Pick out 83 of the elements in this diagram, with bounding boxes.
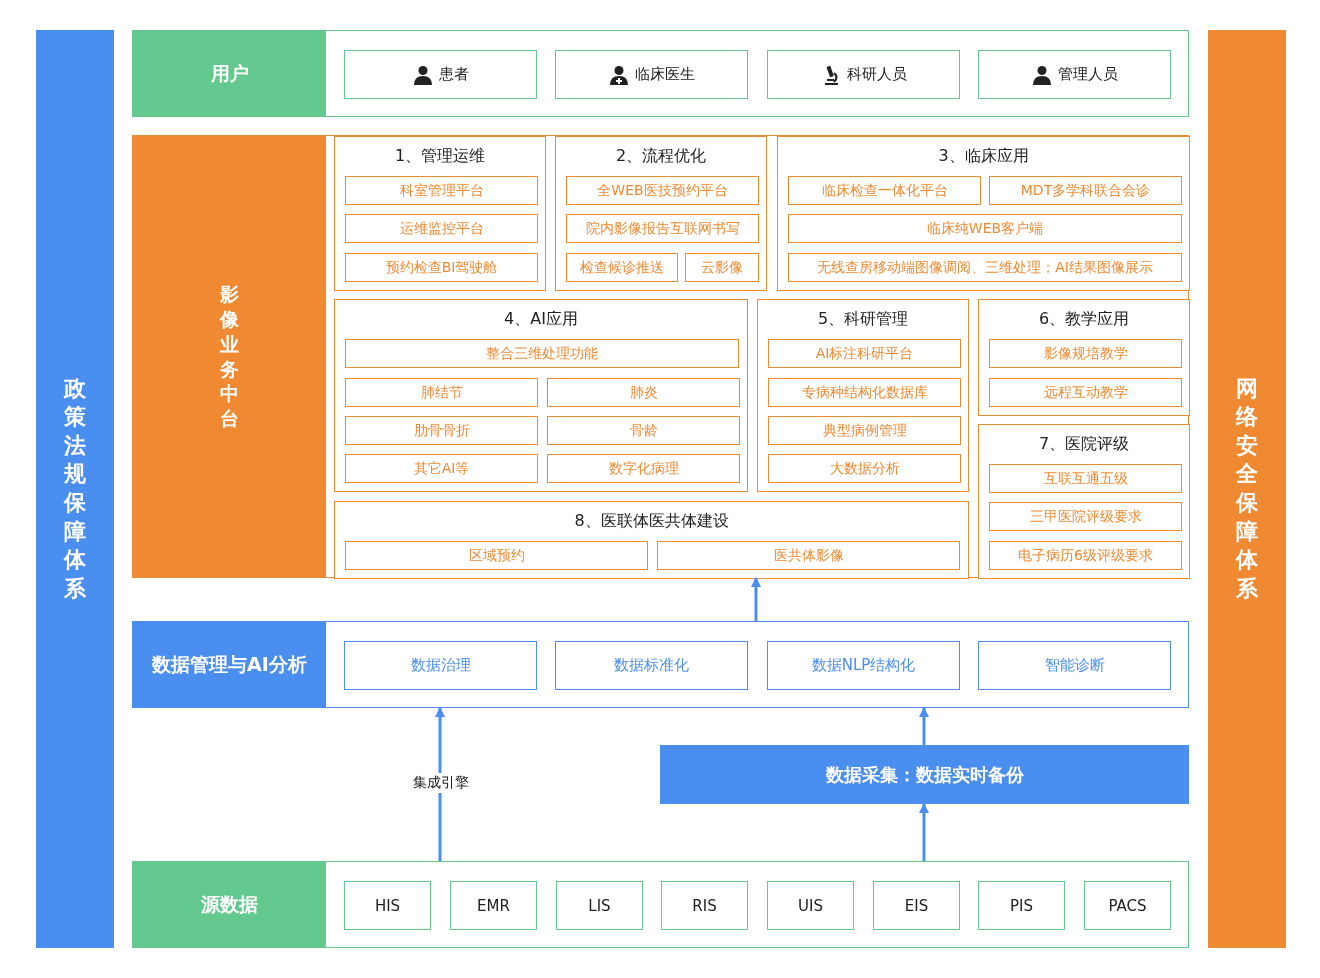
module-box: 无线查房移动端图像调阅、三维处理；AI结果图像展示 [788, 253, 1182, 282]
layer-header: 数据管理与AI分析 [133, 622, 326, 707]
layer-panel [132, 861, 1189, 948]
module-box: 运维监控平台 [345, 214, 538, 243]
module-box: MDT多学科联合会诊 [989, 176, 1182, 205]
group-title: 6、教学应用 [1037, 309, 1131, 330]
module-box: 影像规培教学 [989, 339, 1182, 368]
side-band [36, 30, 114, 948]
layer-panel [132, 135, 1189, 578]
group-title: 1、管理运维 [393, 146, 487, 167]
source-system-box: PIS [978, 881, 1065, 930]
source-system-box: EMR [450, 881, 537, 930]
edge-label: 集成引擎 [410, 773, 472, 793]
module-box: 电子病历6级评级要求 [989, 541, 1182, 570]
module-box: 典型病例管理 [768, 416, 961, 445]
module-box: 院内影像报告互联网书写 [566, 214, 759, 243]
group-title: 5、科研管理 [816, 309, 910, 330]
module-box: 肋骨骨折 [345, 416, 538, 445]
arrow [919, 803, 929, 861]
module-box: 互联互通五级 [989, 464, 1182, 493]
module-group [555, 136, 767, 291]
user-role-card [767, 50, 960, 99]
module-box: 全WEB医技预约平台 [566, 176, 759, 205]
module-box: 三甲医院评级要求 [989, 502, 1182, 531]
source-system-box: PACS [1084, 881, 1171, 930]
module-group [757, 299, 969, 492]
data-function-box: 智能诊断 [978, 641, 1171, 690]
module-box: 临床纯WEB客户端 [788, 214, 1182, 243]
group-title: 4、AI应用 [503, 309, 579, 330]
data-function-box: 数据治理 [344, 641, 537, 690]
band-title: 网络安全保障体系 [1235, 374, 1259, 603]
module-box: 数字化病理 [547, 454, 740, 483]
arrow [919, 707, 929, 745]
module-box: AI标注科研平台 [768, 339, 961, 368]
module-box: 临床检查一体化平台 [788, 176, 981, 205]
group-title: 3、临床应用 [937, 146, 1030, 167]
module-box: 云影像 [685, 253, 759, 282]
role-label: 患者 [438, 65, 469, 84]
source-system-box: LIS [556, 881, 643, 930]
module-box: 肺结节 [345, 378, 538, 407]
module-box: 预约检查BI驾驶舱 [345, 253, 538, 282]
user-role-card [555, 50, 748, 99]
group-title: 8、医联体医共体建设 [573, 511, 730, 532]
side-band [1208, 30, 1286, 948]
role-label: 临床医生 [634, 65, 695, 84]
group-title: 2、流程优化 [614, 146, 708, 167]
band-title: 政策法规保障体系 [63, 374, 87, 603]
module-box: 骨龄 [547, 416, 740, 445]
module-box: 其它AI等 [345, 454, 538, 483]
module-group [978, 424, 1190, 579]
module-box: 整合三维处理功能 [345, 339, 739, 368]
module-box: 肺炎 [547, 378, 740, 407]
layer-header: 源数据 [133, 862, 326, 947]
role-label: 管理人员 [1057, 65, 1118, 84]
layer-title: 影像业务中台 [219, 282, 240, 431]
module-group [978, 299, 1190, 416]
role-label: 科研人员 [846, 65, 907, 84]
module-box: 科室管理平台 [345, 176, 538, 205]
collection-bar: 数据采集：数据实时备份 [660, 745, 1189, 804]
module-box: 远程互动教学 [989, 378, 1182, 407]
layer-panel [132, 621, 1189, 708]
module-group [777, 136, 1190, 291]
module-group [334, 136, 546, 291]
module-box: 检查候诊推送 [566, 253, 678, 282]
source-system-box: UIS [767, 881, 854, 930]
source-system-box: HIS [344, 881, 431, 930]
module-group [334, 299, 748, 492]
source-system-box: EIS [873, 881, 960, 930]
module-box: 区域预约 [345, 541, 648, 570]
arrow [435, 707, 445, 861]
module-group [334, 501, 969, 579]
user-role-card [978, 50, 1171, 99]
layer-panel [132, 30, 1189, 117]
arrow [751, 577, 761, 621]
data-function-box: 数据标准化 [555, 641, 748, 690]
group-title: 7、医院评级 [1037, 434, 1131, 455]
module-box: 大数据分析 [768, 454, 961, 483]
module-box: 专病种结构化数据库 [768, 378, 961, 407]
layer-header: 用户 [133, 31, 326, 116]
user-role-card [344, 50, 537, 99]
source-system-box: RIS [661, 881, 748, 930]
module-box: 医共体影像 [657, 541, 960, 570]
data-function-box: 数据NLP结构化 [767, 641, 960, 690]
